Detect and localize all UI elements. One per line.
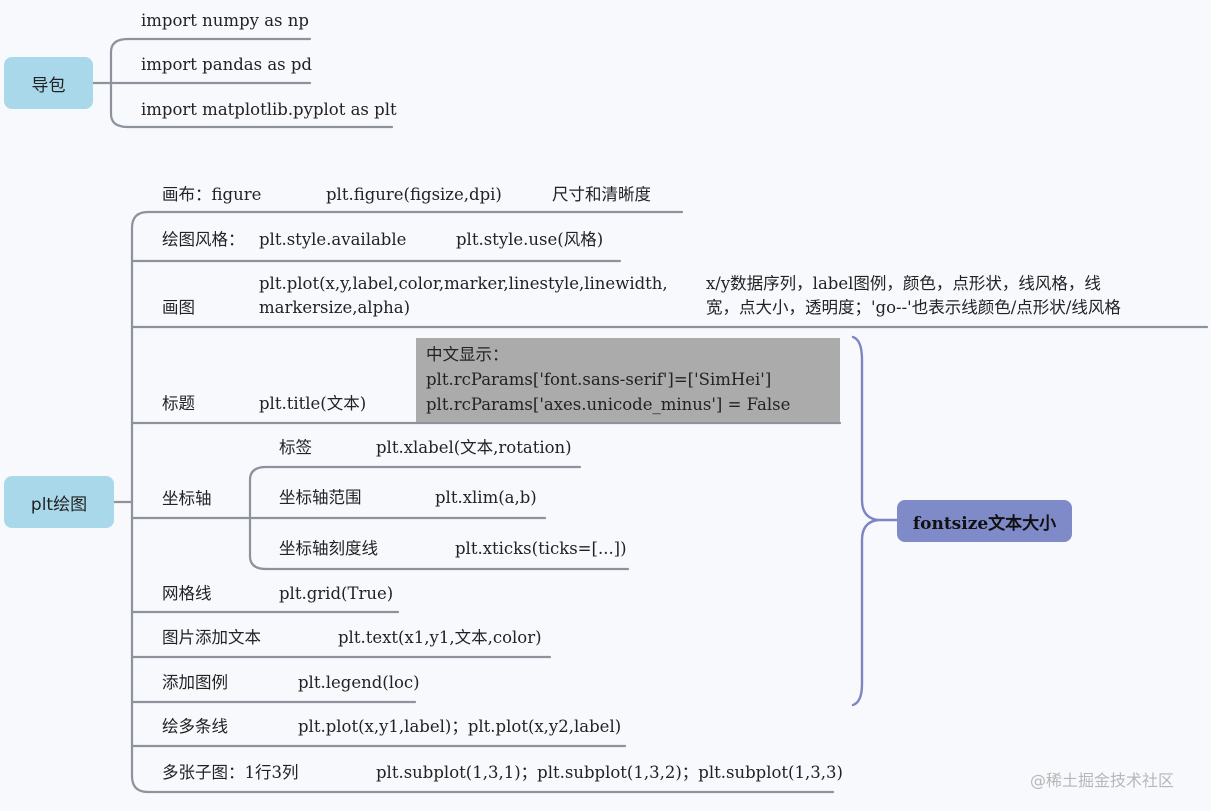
chinese-display-note: 中文显示： plt.rcParams['font.sans-serif']=['… <box>416 338 840 422</box>
axis-child-label-2: 坐标轴刻度线 <box>279 539 378 558</box>
watermark: @稀土掘金技术社区 <box>1030 771 1175 790</box>
import-pyplot-text: import matplotlib.pyplot as plt <box>141 100 397 119</box>
draw-code-line2: markersize,alpha) <box>259 298 411 317</box>
add-text-code: plt.text(x1,y1,文本,color) <box>338 628 542 647</box>
note-heading: 中文显示： <box>426 345 509 364</box>
canvas-label: 画布：figure <box>162 185 262 204</box>
title-row-code: plt.title(文本) <box>259 394 367 413</box>
axis-child-code-1: plt.xlim(a,b) <box>435 488 537 507</box>
draw-desc-line1: x/y数据序列，label图例，颜色，点形状，线风格，线 <box>706 274 1101 293</box>
grid-code: plt.grid(True) <box>279 584 394 603</box>
import-node[interactable]: 导包 <box>4 57 93 109</box>
style-available-code: plt.style.available <box>259 230 407 249</box>
draw-desc-line2: 宽，点大小，透明度；'go--'也表示线颜色/点形状/线风格 <box>706 298 1121 317</box>
axis-child-code-2: plt.xticks(ticks=[...]) <box>455 539 627 558</box>
plt-plotting-node[interactable]: plt绘图 <box>4 476 114 528</box>
draw-label: 画图 <box>162 298 195 317</box>
axis-child-code-0: plt.xlabel(文本,rotation) <box>376 438 572 457</box>
axis-child-label-1: 坐标轴范围 <box>279 488 362 507</box>
subplots-label: 多张子图：1行3列 <box>162 763 299 782</box>
grid-label: 网格线 <box>162 584 212 603</box>
multi-line-code: plt.plot(x,y1,label)；plt.plot(x,y2,label… <box>298 717 622 736</box>
canvas-desc: 尺寸和清晰度 <box>552 185 651 204</box>
multi-line-label: 绘多条线 <box>162 717 228 736</box>
style-label: 绘图风格： <box>162 230 245 249</box>
import-pandas-text: import pandas as pd <box>141 55 312 74</box>
legend-code: plt.legend(loc) <box>298 673 420 692</box>
fontsize-node-label: fontsize文本大小 <box>912 513 1057 534</box>
legend-label: 添加图例 <box>162 673 228 692</box>
style-use-code: plt.style.use(风格) <box>456 230 604 249</box>
add-text-label: 图片添加文本 <box>162 628 261 647</box>
import-node-label: 导包 <box>31 75 66 96</box>
axis-label: 坐标轴 <box>162 489 212 508</box>
note-line1: plt.rcParams['font.sans-serif']=['SimHei… <box>426 370 772 389</box>
subplots-code: plt.subplot(1,3,1)；plt.subplot(1,3,2)；pl… <box>376 763 843 782</box>
plt-plotting-node-label: plt绘图 <box>30 494 88 515</box>
fontsize-node[interactable]: fontsize文本大小 <box>897 500 1072 542</box>
title-row-label: 标题 <box>162 394 195 413</box>
axis-child-label-0: 标签 <box>279 438 312 457</box>
import-numpy-text: import numpy as np <box>141 11 309 30</box>
note-line2: plt.rcParams['axes.unicode_minus'] = Fal… <box>426 395 791 414</box>
draw-code-line1: plt.plot(x,y,label,color,marker,linestyl… <box>259 274 668 293</box>
canvas-code: plt.figure(figsize,dpi) <box>326 185 502 204</box>
